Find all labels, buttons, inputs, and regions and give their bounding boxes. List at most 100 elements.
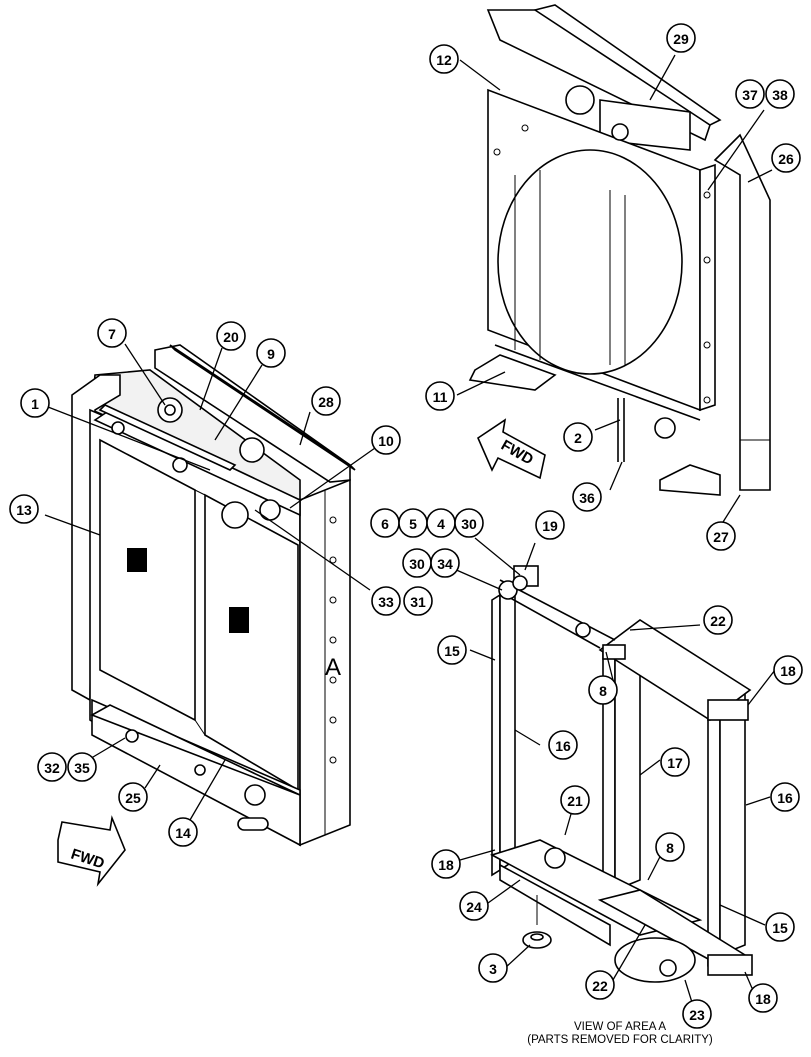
callout-circle (371, 425, 401, 455)
callout-circle (660, 747, 690, 777)
callout-balloon: 30 (454, 508, 484, 538)
callout-circle (548, 730, 578, 760)
left-radiator-assembly (44, 343, 376, 847)
callout-balloon: 22 (585, 970, 615, 1000)
callout-number: 28 (318, 394, 334, 410)
callout-circle (425, 381, 455, 411)
callout-circle (37, 752, 67, 782)
callout-number: 8 (666, 840, 674, 856)
callout-circle (703, 605, 733, 635)
callout-circle (371, 586, 401, 616)
callout-balloon: 13 (9, 494, 39, 524)
callout-balloon: 7 (97, 318, 127, 348)
callout-number: 34 (437, 556, 453, 572)
upper-right-shroud-assembly (456, 4, 773, 531)
callout-circle (168, 817, 198, 847)
callout-balloon: 11 (425, 381, 455, 411)
callout-balloon: 16 (770, 782, 800, 812)
callout-balloon: 26 (771, 143, 801, 173)
callout-number: 3 (489, 961, 497, 977)
callout-circle (560, 785, 590, 815)
callout-balloon: 2 (563, 422, 593, 452)
fwd-arrow-right: FWD (476, 418, 546, 480)
callout-circle (431, 849, 461, 879)
callout-number: 20 (223, 329, 239, 345)
callout-balloon: 36 (572, 482, 602, 512)
callout-number: 29 (673, 31, 689, 47)
callout-balloon: 37 (735, 79, 765, 109)
callout-number: 23 (689, 1007, 705, 1023)
callout-balloon: 38 (765, 79, 795, 109)
callout-balloon: 29 (666, 23, 696, 53)
callout-circle (765, 79, 795, 109)
callout-balloon: 24 (459, 891, 489, 921)
callout-number: 12 (436, 52, 452, 68)
callout-balloon: 3 (478, 953, 508, 983)
callout-number: 16 (555, 738, 571, 754)
callout-number: 21 (567, 793, 583, 809)
callout-circle (256, 338, 286, 368)
callout-balloon: 15 (765, 912, 795, 942)
callout-number: 14 (175, 825, 191, 841)
callout-circle (454, 508, 484, 538)
callout-number: 25 (125, 790, 141, 806)
callout-number: 32 (44, 760, 60, 776)
callout-balloon: 14 (168, 817, 198, 847)
callout-circle (563, 422, 593, 452)
callout-circle (403, 586, 433, 616)
callout-circle (770, 782, 800, 812)
callout-balloon: 33 (371, 586, 401, 616)
callout-balloon: 12 (429, 44, 459, 74)
callout-number: 31 (410, 594, 426, 610)
callout-number: 7 (108, 326, 116, 342)
callout-circle (459, 891, 489, 921)
callout-balloon: 23 (682, 999, 712, 1029)
callout-balloon: 18 (431, 849, 461, 879)
callout-balloon: 16 (548, 730, 578, 760)
callout-circle (585, 970, 615, 1000)
callout-circle (9, 494, 39, 524)
callout-balloon: 31 (403, 586, 433, 616)
callout-circle (572, 482, 602, 512)
callout-balloon: 18 (748, 983, 778, 1013)
callout-circle (311, 386, 341, 416)
callout-circle (588, 675, 618, 705)
callout-circle (535, 510, 565, 540)
callout-circle (771, 143, 801, 173)
callout-circle (748, 983, 778, 1013)
callout-number: 35 (74, 760, 90, 776)
callout-balloon: 4 (426, 508, 456, 538)
callout-circle (706, 521, 736, 551)
callout-balloon: 28 (311, 386, 341, 416)
callout-number: 13 (16, 502, 32, 518)
callout-balloon: 19 (535, 510, 565, 540)
callout-circle (97, 318, 127, 348)
callout-number: 24 (466, 899, 482, 915)
callout-circle (429, 44, 459, 74)
callout-circle (735, 79, 765, 109)
callout-number: 26 (778, 151, 794, 167)
callout-number: 18 (438, 857, 454, 873)
callout-circle (773, 655, 803, 685)
callout-balloon: 34 (430, 548, 460, 578)
callout-circle (216, 321, 246, 351)
callout-balloon: 30 (402, 548, 432, 578)
callout-number: 15 (772, 920, 788, 936)
area-a-label: A (325, 654, 341, 681)
callout-number: 27 (713, 529, 729, 545)
callout-balloon: 20 (216, 321, 246, 351)
callout-circle (118, 782, 148, 812)
callout-balloon: 18 (773, 655, 803, 685)
callout-number: 17 (667, 755, 683, 771)
callout-number: 22 (710, 613, 726, 629)
callout-number: 1 (31, 396, 39, 412)
callout-balloon: 17 (660, 747, 690, 777)
callout-number: 22 (592, 978, 608, 994)
callout-balloon: 15 (437, 635, 467, 665)
callout-number: 10 (378, 433, 394, 449)
view-caption-note: (PARTS REMOVED FOR CLARITY) (527, 1034, 713, 1046)
callout-number: 16 (777, 790, 793, 806)
callout-number: 6 (381, 516, 389, 532)
callout-balloon: 25 (118, 782, 148, 812)
callout-balloon: 27 (706, 521, 736, 551)
